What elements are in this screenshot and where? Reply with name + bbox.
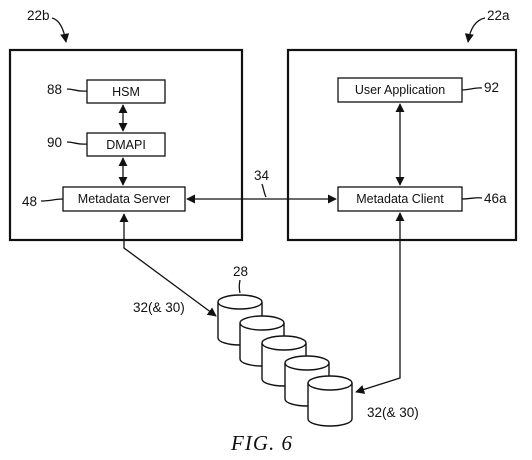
metadata-server-label: Metadata Server (78, 192, 170, 206)
disk-5 (307, 375, 353, 427)
ref-server-storage-link: 32(& 30) (133, 300, 185, 315)
leader-network (261, 183, 267, 198)
leader-user-application (461, 87, 483, 91)
ref-node-a: 22a (487, 8, 510, 23)
figure-caption: FIG. 6 (230, 431, 293, 455)
ref-metadata-server: 48 (22, 194, 37, 209)
ref-client-storage-link: 32(& 30) (367, 405, 419, 420)
leader-hsm (66, 88, 88, 92)
metadata-client-label: Metadata Client (356, 192, 444, 206)
dmapi-label: DMAPI (106, 138, 146, 152)
leader-22b (51, 17, 70, 43)
leader-22a (464, 17, 486, 43)
ref-node-b: 22b (27, 8, 50, 23)
ref-hsm: 88 (47, 82, 62, 97)
disk-stack (217, 294, 353, 427)
ref-storage: 28 (233, 264, 248, 279)
ref-user-application: 92 (484, 80, 499, 95)
leader-storage (238, 279, 241, 294)
link-server-storage (119, 213, 217, 317)
link-client-storage (355, 212, 405, 394)
ref-metadata-client: 46a (484, 191, 507, 206)
hsm-label: HSM (112, 85, 140, 99)
leader-dmapi (66, 141, 88, 145)
leader-metadata-client (461, 197, 483, 200)
leader-metadata-server (40, 198, 64, 202)
user-application-label: User Application (355, 83, 445, 97)
ref-network-link: 34 (254, 168, 270, 183)
ref-dmapi: 90 (47, 135, 62, 150)
